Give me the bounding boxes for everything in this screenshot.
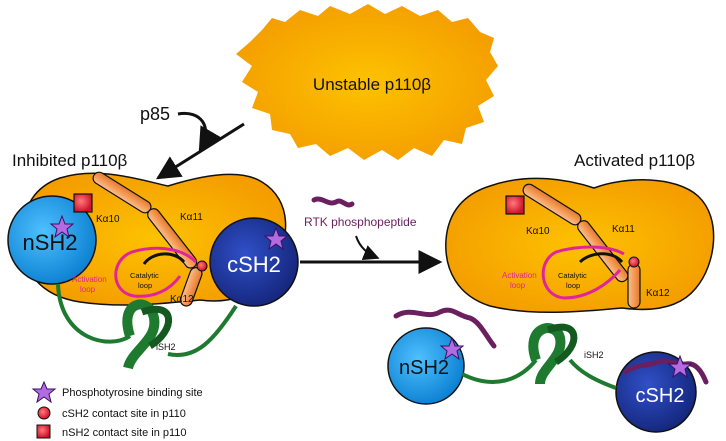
rtk-label: RTK phosphopeptide bbox=[304, 215, 417, 229]
legend-star-icon bbox=[31, 380, 57, 404]
ish2-label-activated: iSH2 bbox=[584, 350, 604, 360]
ish2-coil-inhibited bbox=[122, 299, 160, 370]
legend-circle-label: cSH2 contact site in p110 bbox=[62, 408, 186, 420]
phosphotyrosine-star-nsh2-activated bbox=[439, 336, 465, 361]
ish2-linker-inhibited-left bbox=[56, 283, 132, 344]
unstable-p110-blob bbox=[236, 4, 498, 160]
csh2-label-activated: cSH2 bbox=[636, 385, 685, 407]
activation-loop-label-inhibited-1: Activation bbox=[72, 275, 107, 284]
ka11-label-activated: Kα11 bbox=[612, 224, 635, 235]
phosphotyrosine-star-csh2-inhibited bbox=[263, 226, 289, 251]
activation-loop-label-activated-2: loop bbox=[510, 281, 526, 290]
nsh2-contact-square-activated bbox=[505, 195, 525, 215]
p85-label: p85 bbox=[140, 104, 170, 124]
ish2-linker-activated-right bbox=[568, 358, 617, 390]
csh2-label-inhibited: cSH2 bbox=[227, 252, 281, 277]
csh2-contact-circle-activated bbox=[628, 256, 640, 268]
activation-loop-label-activated-1: Activation bbox=[502, 271, 537, 280]
ish2-coil-activated-2 bbox=[546, 323, 578, 365]
ish2-linker-inhibited-right bbox=[167, 304, 238, 358]
phosphotyrosine-star-nsh2-inhibited bbox=[49, 214, 75, 239]
phosphotyrosine-star-csh2-activated bbox=[667, 354, 693, 379]
unstable-title: Unstable p110β bbox=[313, 75, 431, 94]
nsh2-label-inhibited: nSH2 bbox=[22, 230, 77, 255]
catalytic-loop-label-activated-2: loop bbox=[566, 281, 580, 290]
activation-loop-label-inhibited-2: loop bbox=[80, 285, 96, 294]
ka10-label-inhibited: Kα10 bbox=[96, 214, 120, 225]
nsh2-contact-square-inhibited bbox=[73, 193, 93, 213]
legend-circle-icon bbox=[37, 406, 51, 420]
assembly-arrow bbox=[155, 122, 245, 180]
csh2-contact-circle-inhibited bbox=[196, 260, 208, 272]
activated-p110-body bbox=[445, 177, 715, 313]
ka12-label-inhibited: Kα12 bbox=[170, 294, 194, 305]
ish2-coil-activated bbox=[528, 323, 566, 385]
legend-square-label: nSH2 contact site in p110 bbox=[62, 427, 187, 439]
catalytic-loop-label-inhibited-2: loop bbox=[138, 281, 152, 290]
ka12-helix-activated bbox=[627, 263, 641, 309]
rtk-peptide-on-nsh2 bbox=[393, 307, 497, 349]
ka11-label-inhibited: Kα11 bbox=[180, 212, 203, 223]
catalytic-loop-curve-activated bbox=[578, 252, 624, 264]
ish2-linker-activated-left bbox=[461, 358, 538, 384]
ka12-label-activated: Kα12 bbox=[646, 288, 670, 299]
rtk-peptide-squiggle bbox=[311, 196, 355, 208]
legend-square-icon bbox=[36, 424, 51, 439]
catalytic-loop-curve-inhibited bbox=[142, 252, 186, 265]
legend-star-label: Phosphotyrosine binding site bbox=[62, 387, 203, 399]
ish2-label-inhibited: iSH2 bbox=[156, 342, 176, 352]
p85-curve-arrow bbox=[177, 111, 222, 153]
inhibited-title: Inhibited p110β bbox=[12, 151, 128, 170]
ish2-coil-inhibited-2 bbox=[140, 305, 172, 349]
nsh2-label-activated: nSH2 bbox=[399, 357, 449, 379]
catalytic-loop-label-inhibited-1: Catalytic bbox=[130, 271, 159, 280]
activated-title: Activated p110β bbox=[574, 151, 695, 170]
activation-loop-activated bbox=[541, 245, 625, 300]
rtk-peptide-on-csh2 bbox=[623, 358, 709, 385]
catalytic-loop-label-activated-1: Catalytic bbox=[558, 271, 587, 280]
rtk-curve-arrow bbox=[355, 235, 380, 261]
nsh2-domain-inhibited bbox=[7, 195, 97, 285]
ka10-label-activated: Kα10 bbox=[526, 226, 550, 237]
activation-loop-inhibited bbox=[114, 246, 198, 298]
